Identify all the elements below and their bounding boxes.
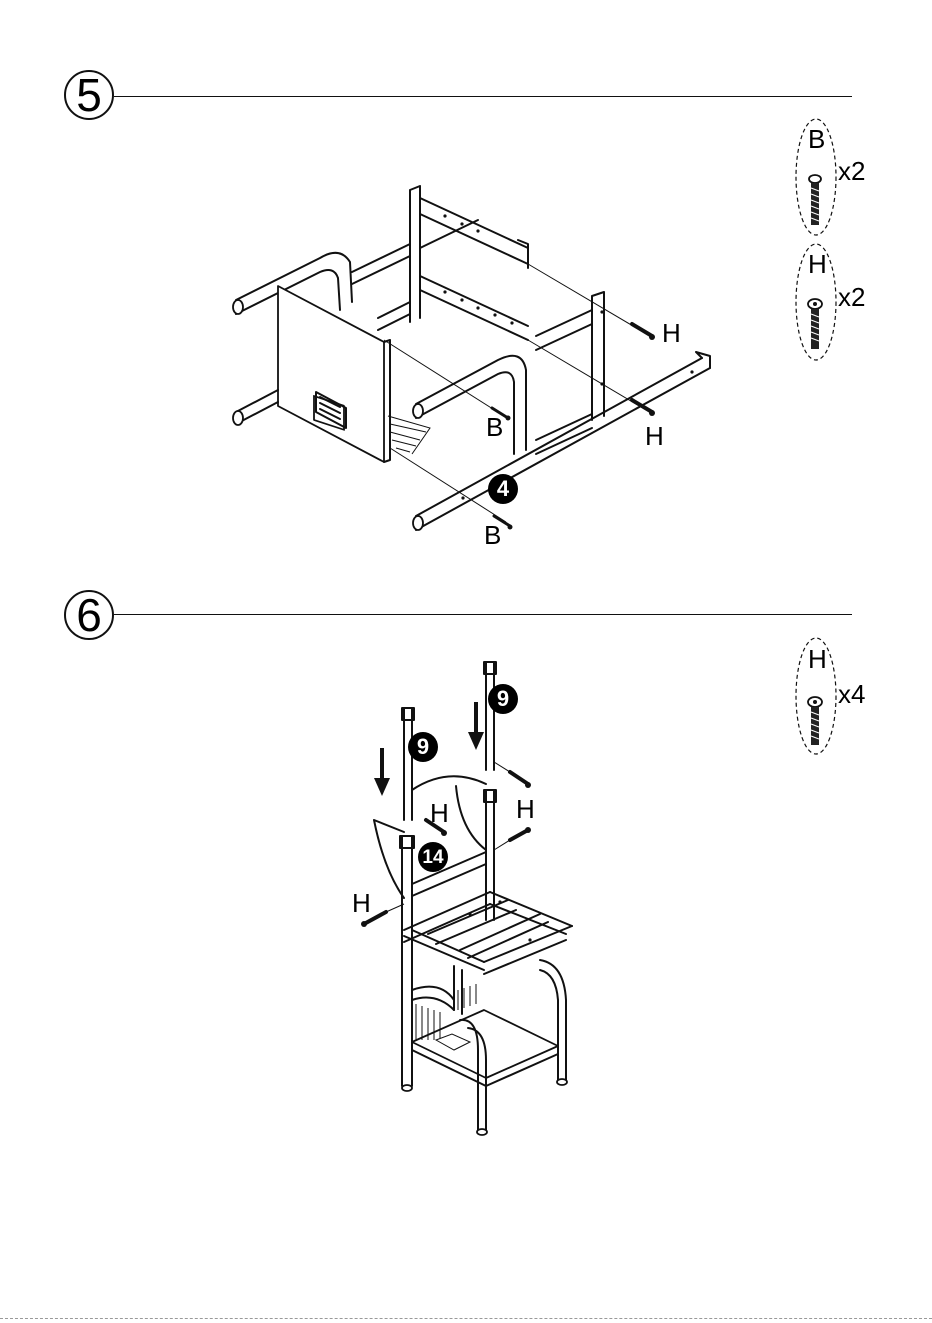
page-bottom-border xyxy=(0,1318,932,1319)
bolt-h-right-icon xyxy=(510,827,531,840)
callout-h-left: H xyxy=(352,890,371,916)
part-14-marker: 14 xyxy=(418,842,448,872)
callout-h-right: H xyxy=(516,796,535,822)
part-9-left-marker: 9 xyxy=(408,732,438,762)
part-9-right-text: 9 xyxy=(497,688,509,710)
part-9-left-text: 9 xyxy=(417,736,429,758)
part-9-right-marker: 9 xyxy=(488,684,518,714)
part-14-text: 14 xyxy=(422,848,443,867)
callout-h-center: H xyxy=(430,800,449,826)
bolt-h-top-right-icon xyxy=(510,772,531,788)
